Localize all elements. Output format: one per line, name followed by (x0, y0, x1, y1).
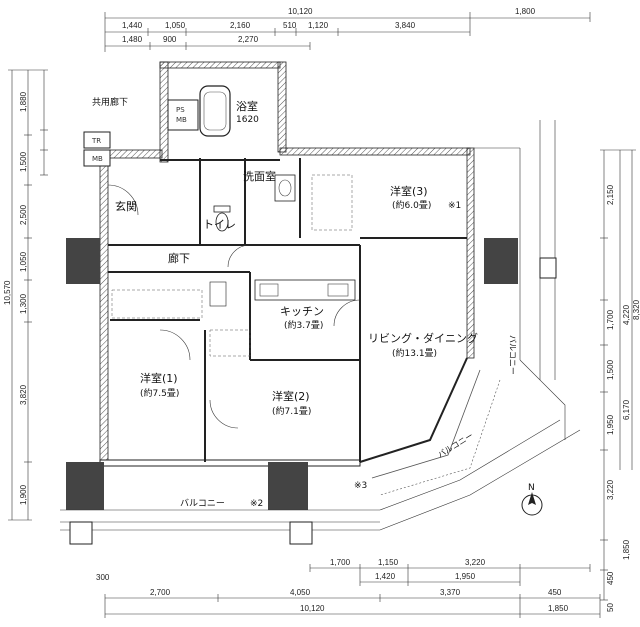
closets (111, 174, 353, 357)
washbasin (274, 174, 296, 202)
dim-top-2: 1,050 (165, 21, 186, 30)
diagonal-wall (359, 357, 501, 496)
label-ps: PS (176, 106, 185, 114)
label-living-area: (約13.1畳) (392, 347, 437, 359)
label-kitchen: キッチン (280, 305, 324, 318)
right-dimensions: 2,150 4,220 1,700 1,500 1,950 3,220 1,85… (600, 149, 640, 612)
dim-left-3: 2,500 (19, 204, 28, 225)
interior-walls (108, 158, 467, 462)
dim-bottom-7: 4,050 (290, 588, 311, 597)
label-western1: 洋室(1) (140, 371, 178, 385)
door-swings (107, 184, 361, 429)
label-western2-area: (約7.1畳) (272, 405, 311, 417)
dim-right-3: 1,700 (606, 309, 615, 330)
label-note3: ※3 (354, 481, 367, 491)
dim-left-6: 3,820 (19, 384, 28, 405)
dim-left-5: 1,300 (19, 293, 28, 314)
label-washroom: 洗面室 (243, 169, 276, 183)
dim-right-2: 4,220 (622, 304, 631, 325)
label-toilet: トイレ (203, 218, 236, 231)
dim-right-1: 2,150 (606, 184, 615, 205)
top-dimensions: 10,120 1,800 1,440 1,050 2,160 510 1,120… (104, 7, 591, 52)
dim-bottom-5: 1,950 (455, 572, 476, 581)
dim-top-5: 1,120 (308, 21, 329, 30)
balcony-right-area (474, 120, 566, 440)
dim-left-total: 10,570 (3, 280, 12, 305)
dim-right-8: 450 (606, 571, 615, 585)
label-mb: MB (176, 116, 187, 124)
dim-bottom-3: 3,220 (465, 558, 486, 567)
label-common-corridor: 共用廊下 (92, 96, 128, 108)
meter-boxes (83, 99, 199, 167)
label-note2: ※2 (250, 499, 263, 509)
dim-left-2: 1,500 (19, 151, 28, 172)
dim-bottom-total: 10,120 (300, 604, 325, 613)
label-living: リビング・ダイニング (368, 331, 478, 345)
dim-right-5: 1,950 (606, 414, 615, 435)
column-bottom-mid (268, 462, 308, 510)
label-western3: 洋室(3) (390, 184, 428, 198)
dim-right-9: 50 (606, 603, 615, 612)
dim-bottom-9: 450 (548, 588, 562, 597)
dim-top-total: 10,120 (288, 7, 313, 16)
dim-bottom-left: 300 (96, 573, 110, 582)
dim-left-7: 1,900 (19, 484, 28, 505)
dim-top-7: 1,480 (122, 35, 143, 44)
outer-walls (99, 61, 475, 467)
column-bottom-left (66, 462, 104, 510)
label-western1-area: (約7.5畳) (140, 387, 179, 399)
dim-bottom-8: 3,370 (440, 588, 461, 597)
label-balcony-bottom: バルコニー (180, 498, 225, 509)
label-western2: 洋室(2) (272, 389, 310, 403)
balcony-bottom-area (60, 419, 581, 545)
toilet-fixture (213, 205, 231, 232)
dim-right-mid-2: 8,320 (632, 299, 640, 320)
dim-right-6: 3,220 (606, 479, 615, 500)
label-mb-lower: MB (92, 155, 103, 163)
dim-right-7: 1,850 (622, 539, 631, 560)
dim-top-3: 2,160 (230, 21, 251, 30)
dim-top-1: 1,440 (122, 21, 143, 30)
dim-top-6: 3,840 (395, 21, 416, 30)
bathtub (199, 85, 231, 137)
dim-bottom-6: 2,700 (150, 588, 171, 597)
dim-top-8: 900 (163, 35, 177, 44)
label-bath: 浴室 (236, 99, 258, 113)
dim-bottom-right: 1,850 (548, 604, 569, 613)
label-note1: ※1 (448, 201, 461, 211)
columns (66, 238, 518, 510)
label-bath-size: 1620 (236, 115, 259, 125)
dim-left-1: 1,880 (19, 91, 28, 112)
dim-right-mid-1: 6,170 (622, 399, 631, 420)
column-right-mid (484, 238, 518, 284)
label-tr: TR (91, 137, 101, 145)
label-hallway: 廊下 (168, 251, 190, 265)
dim-top-9: 2,270 (238, 35, 259, 44)
north-compass: N (521, 483, 543, 516)
dim-top-4: 510 (283, 21, 297, 30)
label-western3-area: (約6.0畳) (392, 199, 431, 211)
label-kitchen-area: (約3.7畳) (284, 319, 323, 331)
dim-bottom-4: 1,420 (375, 572, 396, 581)
label-entrance: 玄関 (115, 199, 137, 213)
dim-left-4: 1,050 (19, 251, 28, 272)
left-dimensions: 10,570 1,880 1,500 2,500 1,050 1,300 3,8… (3, 69, 48, 521)
dim-right-4: 1,500 (606, 359, 615, 380)
compass-north-label: N (528, 483, 535, 493)
dim-top-right: 1,800 (515, 7, 536, 16)
column-left-mid (66, 238, 100, 284)
dim-bottom-1: 1,700 (330, 558, 351, 567)
kitchen-counter (209, 279, 356, 307)
label-balcony-right: バルコニー (508, 335, 517, 375)
bottom-dimensions: 1,700 1,150 3,220 1,420 1,950 2,700 4,05… (96, 558, 601, 618)
dim-bottom-2: 1,150 (378, 558, 399, 567)
